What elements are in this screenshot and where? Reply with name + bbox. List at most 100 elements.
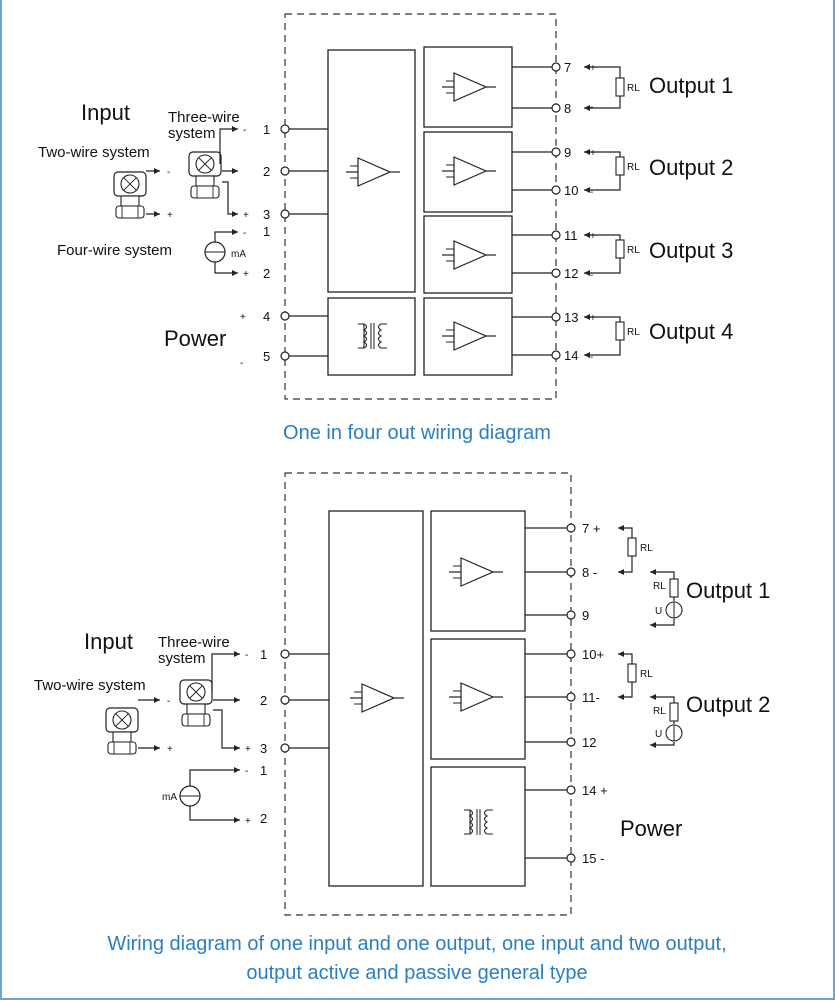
terminal-label: 15 - xyxy=(582,851,604,866)
terminal-14 xyxy=(551,350,561,360)
three-wire-line-2: system xyxy=(168,125,216,142)
output-label: Output 1 xyxy=(649,73,733,98)
right-terminals xyxy=(566,523,576,863)
u-label: U xyxy=(655,606,662,617)
terminal-label: 1 xyxy=(263,122,270,137)
terminal-2 xyxy=(280,166,290,176)
terminal-label: 9 xyxy=(582,608,589,623)
svg-text:+: + xyxy=(245,744,251,755)
input-label: Input xyxy=(84,629,133,654)
terminal-label: 5 xyxy=(263,349,270,364)
svg-text:+: + xyxy=(245,816,251,827)
load-resistor-icon xyxy=(615,321,625,341)
svg-text:-: - xyxy=(167,696,170,707)
terminal-label: 10 xyxy=(564,183,578,198)
svg-text:+: + xyxy=(167,210,173,221)
three-wire-line-1: Three-wire xyxy=(168,109,240,126)
rl-label: RL xyxy=(640,669,653,680)
terminal-1 xyxy=(280,649,290,659)
terminal-label: 1 xyxy=(260,647,267,662)
svg-text:-: - xyxy=(590,270,593,281)
terminal-12 xyxy=(551,268,561,278)
caption-diagram-2-line-2: output active and passive general type xyxy=(246,962,587,984)
terminal-5 xyxy=(280,351,290,361)
four-wire-label: Four-wire system xyxy=(57,242,172,259)
terminal-label: 1 xyxy=(260,763,267,778)
two-wire-label: Two-wire system xyxy=(38,144,150,161)
terminal-label: 2 xyxy=(260,693,267,708)
module-outline xyxy=(284,472,572,916)
terminal-14 xyxy=(566,785,576,795)
load-resistor-icon xyxy=(615,77,625,97)
terminal-label: 1 xyxy=(263,224,270,239)
terminal-label: 4 xyxy=(263,309,270,324)
three-wire-transmitter-icon xyxy=(188,151,222,199)
terminal-4 xyxy=(280,311,290,321)
svg-text:-: - xyxy=(243,228,246,239)
rl-label: RL xyxy=(627,327,640,338)
terminal-label: 3 xyxy=(260,741,267,756)
power-label: Power xyxy=(620,816,682,841)
svg-text:-: - xyxy=(243,125,246,136)
load-resistor-icon xyxy=(669,702,679,722)
svg-text:+: + xyxy=(590,313,596,324)
load-resistor-icon xyxy=(615,156,625,176)
terminal-label: 13 xyxy=(564,310,578,325)
terminal-label: 2 xyxy=(260,811,267,826)
svg-text:-: - xyxy=(590,352,593,363)
two-wire-transmitter-icon xyxy=(113,171,147,219)
two-wire-label: Two-wire system xyxy=(34,677,146,694)
diagram-one-in-four-out: 1 2 3 1 2 4 5 + - 7 8 9 10 11 12 13 14 xyxy=(38,13,733,444)
input-label: Input xyxy=(81,100,130,125)
svg-text:+: + xyxy=(167,744,173,755)
left-terminals xyxy=(280,124,290,361)
rl-label: RL xyxy=(627,83,640,94)
terminal-label: 12 xyxy=(564,266,578,281)
terminal-3 xyxy=(280,743,290,753)
terminal-label: 11- xyxy=(582,690,600,705)
rl-label: RL xyxy=(627,245,640,256)
svg-text:+: + xyxy=(243,269,249,280)
ma-label: mA xyxy=(231,249,246,260)
output-2-loads: RL RL U xyxy=(618,651,683,748)
output-label: Output 2 xyxy=(649,155,733,180)
svg-text:-: - xyxy=(245,650,248,661)
caption-diagram-2-line-1: Wiring diagram of one input and one outp… xyxy=(107,933,726,955)
terminal-label: 7 + xyxy=(582,521,600,536)
svg-text:-: - xyxy=(240,358,243,369)
power-label: Power xyxy=(164,326,226,351)
module-outline xyxy=(284,13,557,400)
right-border xyxy=(833,0,835,1000)
output-1-loads: RL RL U xyxy=(618,525,683,628)
output-loads: + - RL + - RL + - xyxy=(584,63,640,363)
load-resistor-icon xyxy=(627,537,637,557)
svg-text:+: + xyxy=(590,63,596,74)
rl-label: RL xyxy=(627,162,640,173)
left-border xyxy=(0,0,2,1000)
bottom-border xyxy=(0,998,835,1000)
svg-text:+: + xyxy=(240,312,246,323)
terminal-label: 7 xyxy=(564,60,571,75)
three-wire-line-2: system xyxy=(158,650,206,667)
three-wire-line-1: Three-wire xyxy=(158,634,230,651)
output-label: Output 1 xyxy=(686,578,770,603)
terminal-label: 9 xyxy=(564,145,571,160)
terminal-1 xyxy=(280,124,290,134)
power-transformer-block xyxy=(430,766,526,887)
load-resistor-icon xyxy=(627,663,637,683)
svg-text:+: + xyxy=(590,148,596,159)
terminal-label: 10+ xyxy=(582,647,604,662)
terminal-3 xyxy=(280,209,290,219)
left-terminals xyxy=(280,649,290,753)
svg-text:+: + xyxy=(243,210,249,221)
svg-text:-: - xyxy=(245,766,248,777)
terminal-8 xyxy=(566,567,576,577)
terminal-label: 8 xyxy=(564,101,571,116)
terminal-13 xyxy=(551,312,561,322)
two-wire-transmitter-icon xyxy=(105,707,139,755)
terminal-10 xyxy=(551,185,561,195)
output-label: Output 3 xyxy=(649,238,733,263)
